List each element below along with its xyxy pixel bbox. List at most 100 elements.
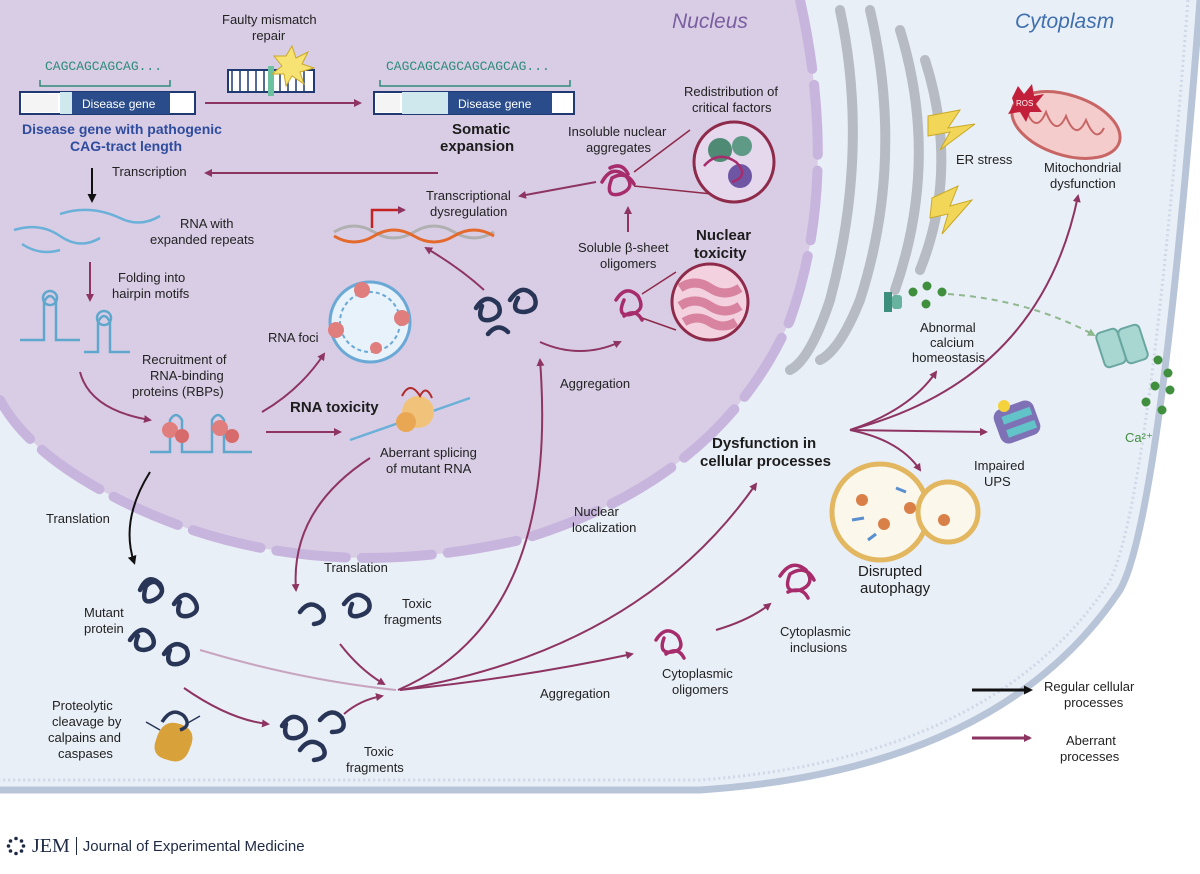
autophagy-label-1: Disrupted: [858, 563, 922, 580]
insoluble-to-dys-arrow: [518, 181, 597, 199]
translation-mid-label: Translation: [324, 560, 388, 575]
nuclear-tox-label-1: Nuclear: [696, 227, 751, 244]
calcium-label-3: homeostasis: [912, 350, 985, 365]
to-calcium-arrow: [849, 370, 938, 431]
footer-logo-text: JEM: [32, 834, 70, 857]
transcr-dys-label-1: Transcriptional: [426, 188, 511, 203]
insoluble-label-1: Insoluble nuclear: [568, 124, 667, 139]
somatic-label-1: Somatic: [452, 121, 510, 138]
aggregation-nuc-arrow: [539, 340, 622, 352]
somatic-label-2: expansion: [440, 138, 514, 155]
protease-icon: [145, 710, 201, 762]
cleavage-arrow: [183, 687, 270, 728]
mito-label-1: Mitochondrial: [1044, 160, 1121, 175]
er-stress-bolt-icon: [927, 109, 976, 151]
endoplasmic-reticulum: [785, 5, 947, 375]
gene-caption-2: CAG-tract length: [70, 138, 182, 154]
recruit-arrow: [79, 371, 152, 423]
cyto-oligomer-icon: [654, 629, 686, 660]
to-inclusion-arrow: [715, 602, 772, 631]
er-stress-label: ER stress: [956, 152, 1013, 167]
to-mito-arrow: [849, 194, 1081, 431]
zoom-lines-bottom: [641, 271, 677, 331]
dysregulated-dna-icon: [333, 206, 495, 244]
ups-label-1: Impaired: [974, 458, 1025, 473]
legend-regular-label-2: processes: [1064, 695, 1124, 710]
soluble-label-1: Soluble β-sheet: [578, 240, 669, 255]
proteasome-icon: [993, 400, 1041, 444]
footer-journal-name: Journal of Experimental Medicine: [82, 837, 305, 855]
redistribution-label-2: critical factors: [692, 100, 772, 115]
nuclear-envelope: [0, 0, 823, 563]
mutant-protein-icon: [127, 576, 200, 667]
cyto-olig-label-1: Cytoplasmic: [662, 666, 733, 681]
proteo-label-2: cleavage by: [52, 714, 122, 729]
insoluble-aggregate-icon: [600, 164, 636, 197]
ups-label-2: UPS: [984, 474, 1011, 489]
nuclear-protein-icon: [473, 287, 538, 337]
recruit-label-3: proteins (RBPs): [132, 384, 224, 399]
rna-toxicity-label: RNA toxicity: [290, 399, 379, 416]
redistribution-zoom-icon: [692, 120, 776, 204]
cell-membrane-inner: [0, 0, 1190, 782]
proteo-label-1: Proteolytic: [52, 698, 113, 713]
cyto-aggregation-arrow: [399, 651, 634, 691]
nuclear-loc-label-1: Nuclear: [574, 504, 619, 519]
to-ups-arrow: [849, 427, 988, 436]
nucleus-title: Nucleus: [672, 10, 748, 33]
cag-bracket-right: [379, 80, 571, 87]
dysfunction-arrow: [399, 482, 758, 691]
cytoplasm-title: Cytoplasm: [1015, 10, 1114, 33]
nuclear-loc-label-2: localization: [572, 520, 636, 535]
nuclear-localization-arrow: [397, 358, 545, 691]
soluble-oligomer-icon: [614, 289, 644, 322]
gene-caption-1: Disease gene with pathogenic: [22, 121, 222, 137]
cyto-inclusion-icon: [778, 563, 816, 600]
mutant-label-2: protein: [84, 621, 124, 636]
cyto-incl-label-2: inclusions: [790, 640, 848, 655]
recruit-label-1: Recruitment of: [142, 352, 227, 367]
transcr-dys-label-2: dysregulation: [430, 204, 507, 219]
rna-foci-label: RNA foci: [268, 330, 319, 345]
calcium-receptor-icon: [884, 292, 902, 312]
mitochondrion-icon: ROS: [1008, 84, 1122, 160]
proteo-label-4: caspases: [58, 746, 113, 761]
nuclear-tox-label-2: toxicity: [694, 245, 747, 262]
nucleus-region: [0, 0, 818, 558]
dysfunction-label-1: Dysfunction in: [712, 435, 816, 452]
proteo-label-3: calpains and: [48, 730, 121, 745]
translation-left-label: Translation: [46, 511, 110, 526]
mismatch-label-1: Faulty mismatch: [222, 12, 317, 27]
aberrant-splicing-icon: [349, 387, 471, 442]
aberrant-label-1: Aberrant splicing: [380, 445, 477, 460]
autophagosome-icon: [829, 461, 981, 563]
calcium-ions: [908, 281, 1175, 415]
folding-label-2: hairpin motifs: [112, 286, 190, 301]
folding-label-1: Folding into: [118, 270, 185, 285]
legend-aberrant-label-2: processes: [1060, 749, 1120, 764]
frag-to-hub-arrow: [339, 643, 386, 686]
toxic-frag-a-label-1: Toxic: [402, 596, 432, 611]
legend-regular-label-1: Regular cellular: [1044, 679, 1135, 694]
calcium-channel-icon: [1095, 323, 1149, 369]
toxic-fragments-bottom-icon: [279, 710, 346, 763]
cell-membrane: [0, 0, 1200, 794]
disease-gene-label-left: Disease gene: [82, 97, 156, 111]
to-autophagy-arrow: [849, 429, 922, 472]
soluble-label-2: oligomers: [600, 256, 657, 271]
calcium-flux-arrow: [947, 293, 1096, 336]
recruit-label-2: RNA-binding: [150, 368, 224, 383]
toxic-frag-a-label-2: fragments: [384, 612, 442, 627]
redistribution-label-1: Redistribution of: [684, 84, 778, 99]
disease-gene-dna-left: [19, 91, 196, 115]
transcr-dys-arrow: [424, 246, 485, 291]
calcium-label-1: Abnormal: [920, 320, 976, 335]
footer-divider: [75, 837, 77, 855]
rbp-complex-icon: [150, 413, 252, 454]
legend-aberrant-label-1: Aberrant: [1066, 733, 1116, 748]
dysfunction-label-2: cellular processes: [700, 453, 831, 470]
cag-seq-long: CAGCAGCAGCAGCAGCAG...: [386, 59, 550, 74]
cag-bracket-left: [39, 80, 171, 87]
legend: Regular cellular processes Aberrant proc…: [972, 679, 1135, 764]
